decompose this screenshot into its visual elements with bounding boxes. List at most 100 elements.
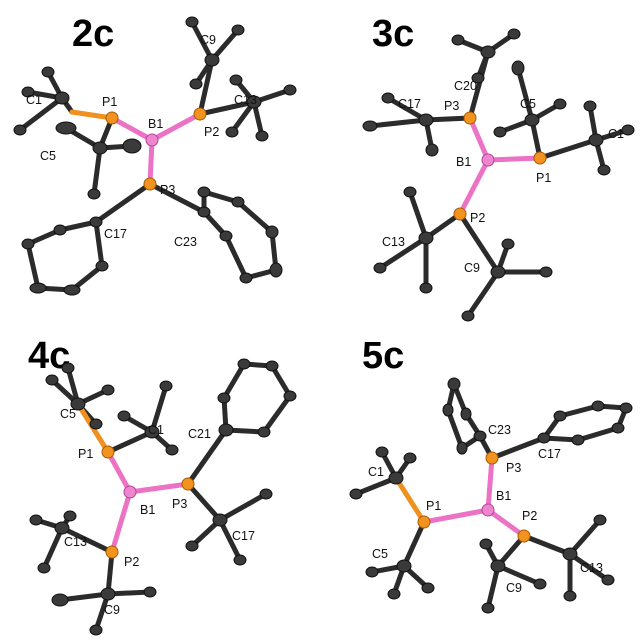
carbon-atom: [37, 562, 51, 574]
carbon-atom: [246, 95, 262, 109]
bond: [393, 475, 427, 525]
carbon-atom: [89, 624, 103, 636]
carbon-atom: [197, 206, 211, 218]
bond: [457, 157, 491, 217]
panel-3c: 3c: [362, 13, 635, 322]
atoms-3c: [362, 28, 635, 322]
carbon-atom: [425, 143, 439, 157]
bond: [221, 361, 247, 401]
carbon-atom: [233, 554, 247, 566]
bond: [421, 507, 491, 525]
carbon-atom: [225, 126, 239, 138]
bond: [385, 95, 429, 123]
carbon-atom: [204, 53, 220, 67]
carbon-atom: [21, 238, 35, 250]
phosphorus-atom: [101, 445, 115, 459]
bond: [217, 491, 269, 523]
carbon-atom: [442, 403, 454, 417]
atom-label: C1: [148, 423, 164, 437]
atom-label: C5: [40, 149, 56, 163]
panel-title-5c: 5c: [362, 335, 404, 377]
bond: [93, 219, 105, 269]
atom-label: P1: [78, 447, 93, 461]
atom-label: B1: [140, 503, 155, 517]
atom-label: P1: [102, 95, 117, 109]
bond: [217, 517, 243, 563]
bond: [445, 407, 465, 451]
bond: [537, 137, 599, 161]
carbon-atom: [588, 133, 604, 147]
carbon-atom: [490, 265, 506, 279]
atom-label: C5: [520, 97, 536, 111]
bond: [147, 181, 207, 215]
boron-atom: [481, 503, 495, 517]
atom-label: C17: [538, 447, 561, 461]
carbon-atom: [456, 441, 468, 455]
bond: [59, 525, 115, 555]
carbon-atom: [481, 602, 495, 614]
atom-label: P3: [160, 183, 175, 197]
carbon-atom: [460, 407, 472, 421]
atom-label: C21: [188, 427, 211, 441]
atom-label: C23: [488, 423, 511, 437]
carbon-atom: [95, 260, 109, 272]
bond: [485, 507, 527, 539]
bonds-2c: [17, 19, 293, 293]
phosphorus-atom: [417, 515, 431, 529]
carbon-atom: [619, 402, 633, 414]
carbon-atom: [373, 262, 387, 274]
carbon-atom: [257, 426, 271, 438]
carbon-atom: [117, 410, 131, 422]
carbon-atom: [259, 488, 273, 500]
carbon-atom: [418, 231, 434, 245]
atom-label: P1: [426, 499, 441, 513]
carbon-atom: [29, 282, 47, 294]
bond: [147, 137, 155, 187]
carbon-atom: [473, 430, 487, 442]
carbon-atom: [189, 78, 203, 90]
atom-label: P2: [204, 125, 219, 139]
bond: [485, 155, 543, 163]
bond: [223, 233, 249, 281]
carbon-atom: [219, 230, 233, 242]
carbon-atom: [265, 360, 279, 372]
atom-label: C5: [372, 547, 388, 561]
carbon-atom: [507, 28, 521, 40]
bond: [185, 481, 223, 523]
carbon-atom: [165, 444, 179, 456]
bond: [467, 49, 491, 121]
carbon-atom: [591, 400, 605, 412]
carbon-atom: [239, 272, 253, 284]
carbon-atom: [265, 225, 279, 239]
atom-label: C13: [580, 561, 603, 575]
phosphorus-atom: [193, 107, 207, 121]
bond: [489, 435, 547, 461]
bond: [457, 211, 501, 275]
bond: [557, 403, 601, 419]
carbon-atom: [461, 310, 475, 322]
bond: [93, 181, 153, 225]
panel-2c: 2c: [13, 13, 297, 296]
carbon-atom: [185, 16, 199, 28]
carbon-atom: [362, 120, 378, 132]
bond: [109, 489, 133, 555]
carbon-atom: [53, 224, 67, 236]
carbon-atom: [421, 582, 435, 594]
bond: [367, 117, 429, 129]
carbon-atom: [511, 60, 525, 76]
bond: [149, 111, 203, 143]
carbon-atom: [197, 186, 211, 198]
carbon-atom: [563, 590, 577, 602]
carbon-atom: [381, 92, 395, 104]
carbon-atom: [212, 513, 228, 527]
panel-title-2c: 2c: [72, 13, 114, 55]
carbon-atom: [480, 45, 496, 59]
carbon-atom: [451, 34, 465, 46]
carbon-atom: [419, 282, 433, 294]
atom-label: B1: [456, 155, 471, 169]
boron-atom: [481, 153, 495, 167]
carbon-atom: [63, 510, 77, 522]
atom-label: C13: [382, 235, 405, 249]
bond: [467, 115, 491, 163]
carbon-atom: [122, 138, 142, 154]
